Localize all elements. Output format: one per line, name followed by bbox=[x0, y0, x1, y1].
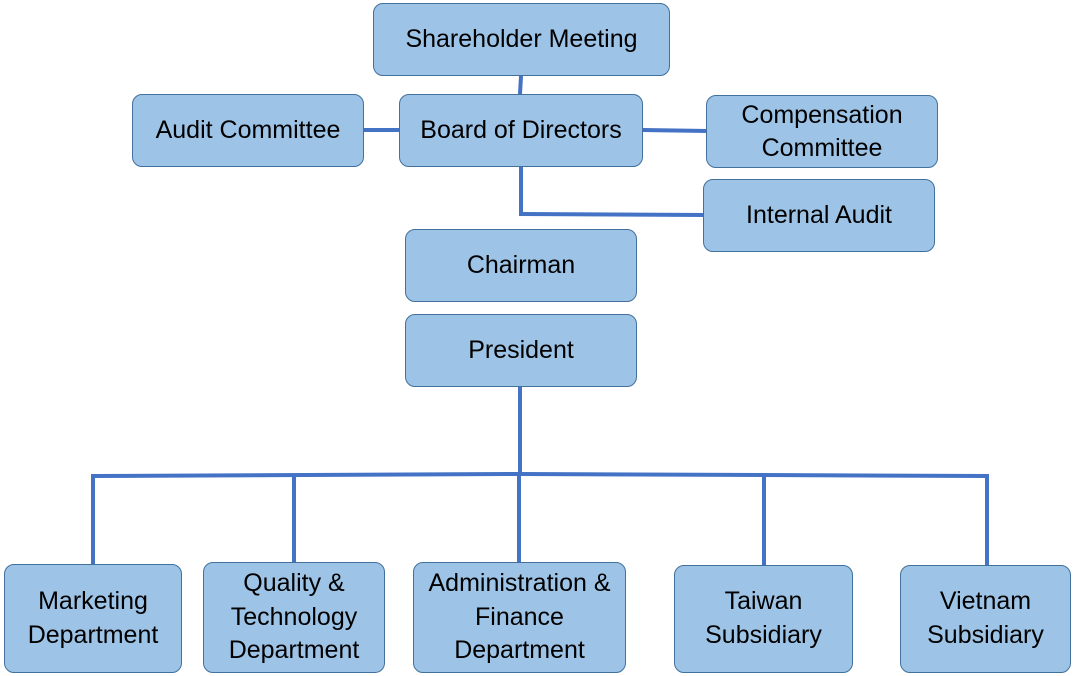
connector-board-internal-audit bbox=[518, 211, 706, 218]
taiwan-subsidiary-label: Taiwan Subsidiary bbox=[705, 587, 822, 649]
shareholder-meeting-label: Shareholder Meeting bbox=[405, 24, 638, 53]
shareholder-meeting-box: Shareholder Meeting bbox=[373, 3, 670, 76]
taiwan-subsidiary-box: Taiwan Subsidiary bbox=[674, 565, 853, 673]
quality-technology-department-box: Quality & Technology Department bbox=[203, 562, 385, 673]
board-of-directors-box: Board of Directors bbox=[399, 94, 643, 167]
board-of-directors-label: Board of Directors bbox=[420, 115, 622, 144]
connector-horizontal-bus-left bbox=[90, 471, 523, 479]
internal-audit-label: Internal Audit bbox=[746, 200, 892, 229]
administration-finance-department-label: Administration & Finance Department bbox=[428, 568, 611, 665]
quality-technology-department-label: Quality & Technology Department bbox=[228, 568, 360, 665]
president-box: President bbox=[405, 314, 637, 387]
vietnam-subsidiary-label: Vietnam Subsidiary bbox=[927, 587, 1044, 649]
administration-finance-department-box: Administration & Finance Department bbox=[413, 562, 626, 673]
audit-committee-label: Audit Committee bbox=[155, 115, 341, 144]
connector-board-compensation bbox=[640, 127, 709, 134]
compensation-committee-box: Compensation Committee bbox=[706, 95, 938, 168]
president-label: President bbox=[468, 335, 574, 364]
compensation-committee-label: Compensation Committee bbox=[741, 101, 903, 162]
internal-audit-box: Internal Audit bbox=[703, 179, 935, 252]
vietnam-subsidiary-box: Vietnam Subsidiary bbox=[900, 565, 1071, 673]
marketing-department-label: Marketing Department bbox=[27, 586, 159, 649]
chairman-label: Chairman bbox=[466, 250, 576, 279]
connector-horizontal-bus-right bbox=[517, 471, 990, 479]
audit-committee-box: Audit Committee bbox=[132, 94, 364, 167]
connector-shareholder-board bbox=[517, 73, 524, 97]
marketing-department-box: Marketing Department bbox=[4, 564, 182, 673]
chairman-box: Chairman bbox=[405, 229, 637, 302]
